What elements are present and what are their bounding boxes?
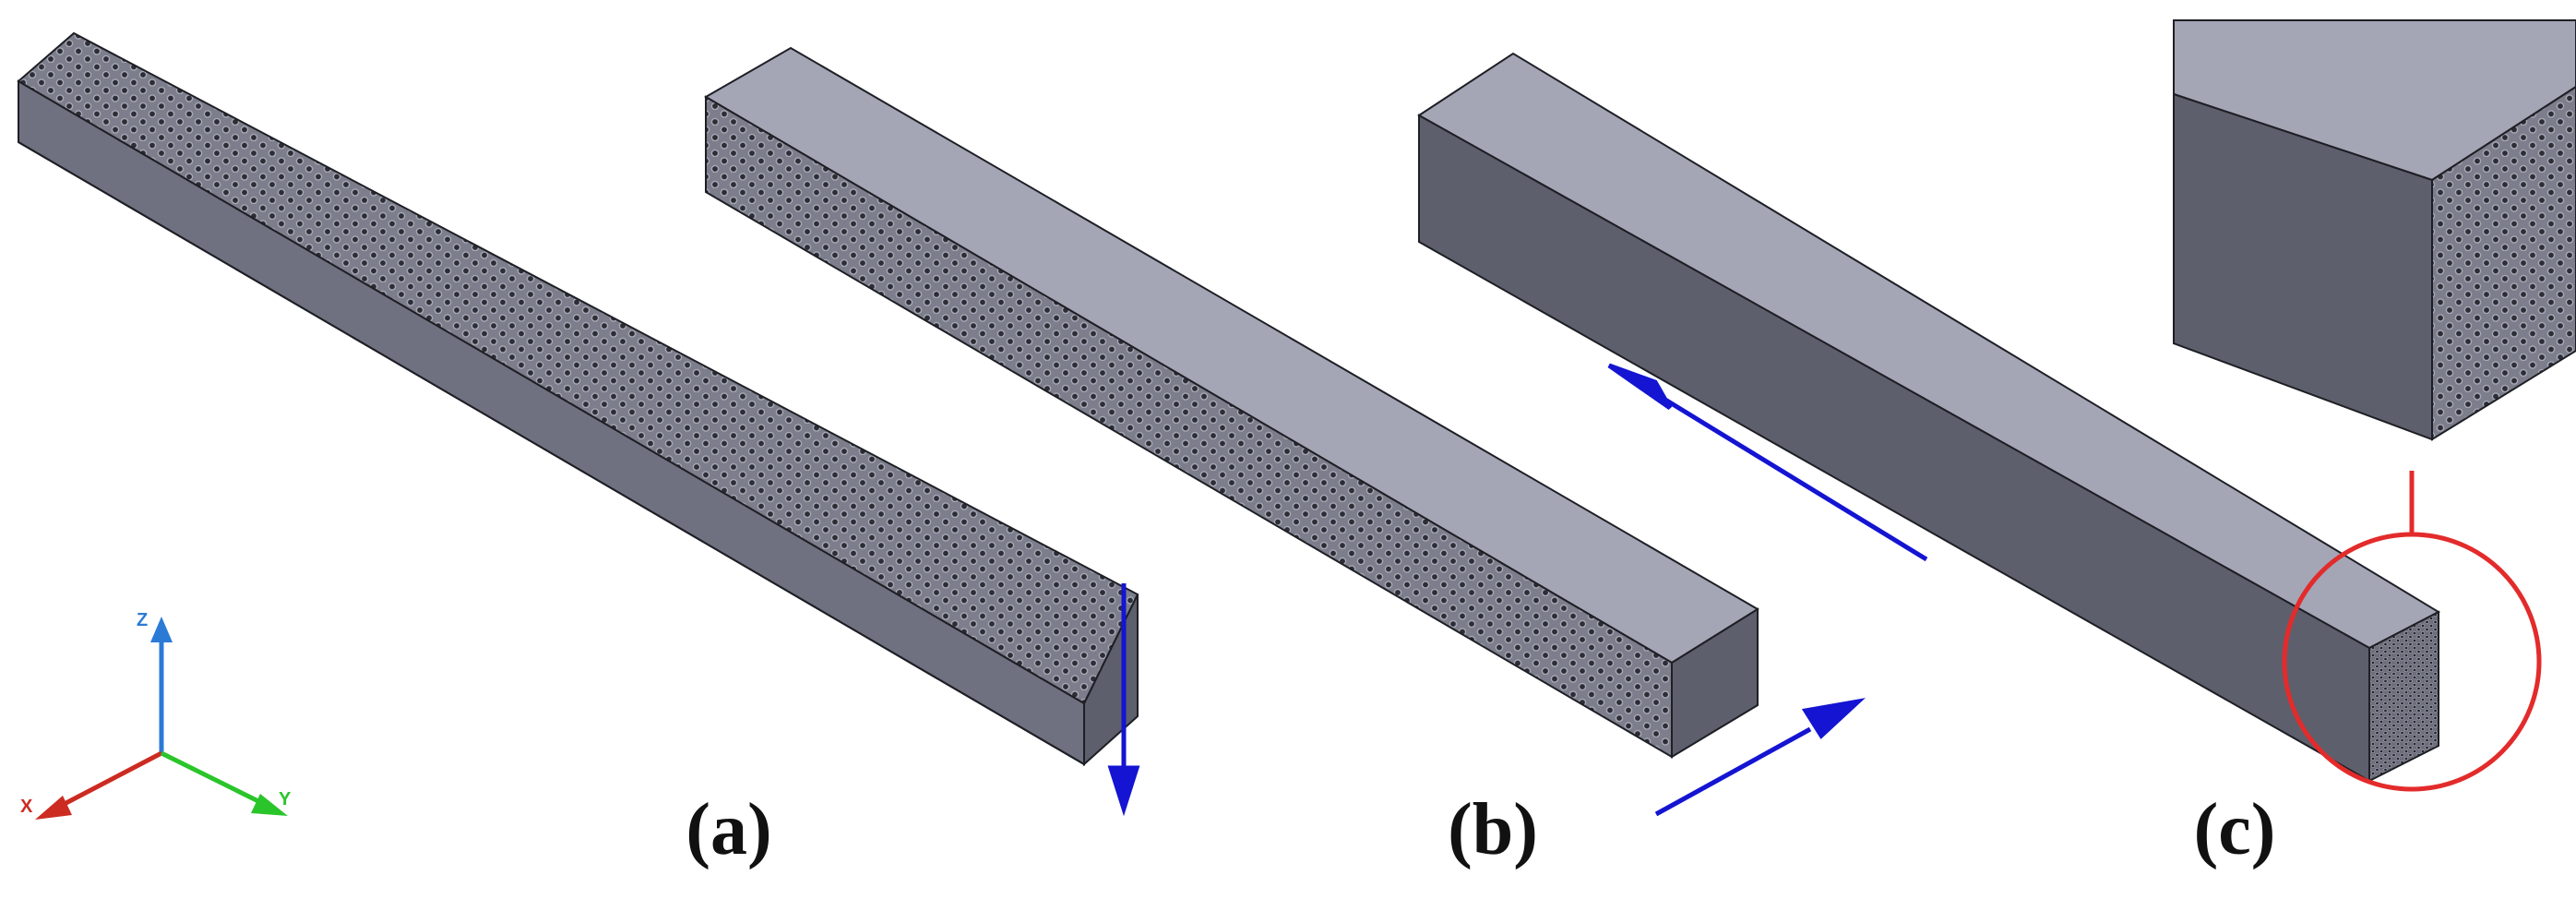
panel-label-a: (a) <box>686 789 771 870</box>
beam-c-detail-inset <box>2173 19 2576 441</box>
beam-c-end-face-lattice <box>2368 610 2439 783</box>
beam-b-end-face <box>1671 607 1759 759</box>
beam-a-edge <box>18 141 1085 765</box>
y-axis-label: Y <box>279 789 292 809</box>
y-axis-arrowhead <box>251 794 288 816</box>
beam-c <box>1417 52 2441 783</box>
beam-a <box>17 31 1139 767</box>
panel-label-b: (b) <box>1448 789 1538 870</box>
z-axis-label: Z <box>137 610 148 630</box>
panel-label-c: (c) <box>2194 789 2276 870</box>
x-axis-arrowhead <box>35 796 72 820</box>
z-axis-arrowhead <box>150 617 173 642</box>
x-axis-label: X <box>20 797 33 817</box>
arrow-c-diagonal <box>1607 363 1928 562</box>
coordinate-axes: Z X Y <box>20 610 292 820</box>
callout-circle <box>2282 532 2542 792</box>
detail-callout <box>2282 471 2542 792</box>
beam-b <box>704 46 1759 759</box>
beam-a-top-face-lattice <box>17 31 1139 705</box>
arrow-b-diagonal <box>1654 698 1866 817</box>
direction-arrows <box>1107 363 1928 817</box>
inset-end-face-lattice <box>2431 85 2576 441</box>
arrow-a-down <box>1107 583 1140 817</box>
x-axis-line <box>55 750 163 810</box>
y-axis-line <box>160 750 268 808</box>
